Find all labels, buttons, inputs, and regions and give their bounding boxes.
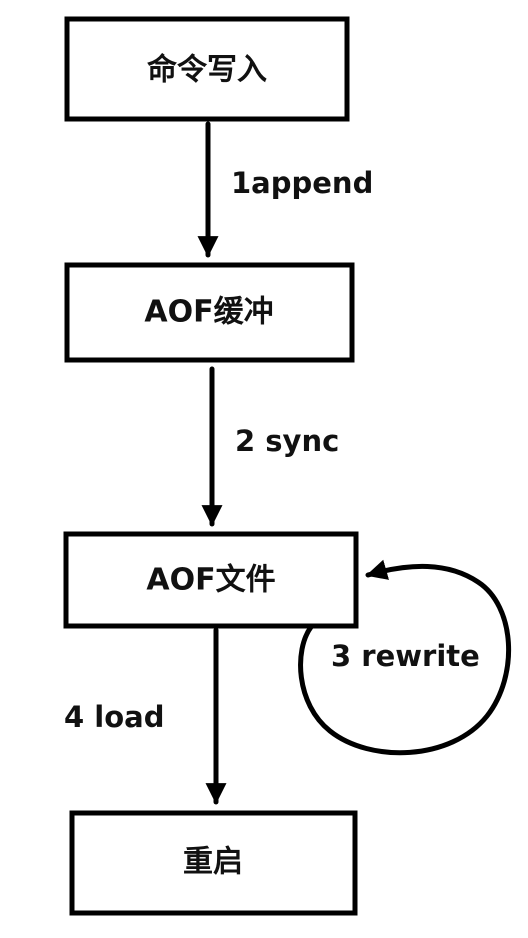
- edge-rewrite: 3 rewrite: [298, 559, 512, 756]
- node-command-write: 命令写入: [64, 16, 350, 122]
- node-command-write-label: 命令写入: [147, 53, 267, 88]
- edge-append-label: 1append: [231, 166, 373, 200]
- node-restart: 重启: [69, 810, 358, 916]
- node-aof-buffer-label: AOF缓冲: [144, 295, 273, 330]
- edge-rewrite-label: 3 rewrite: [331, 639, 480, 673]
- edge-append: 1append: [197, 121, 373, 258]
- edge-rewrite-loop-arrow: [298, 559, 512, 756]
- node-aof-file: AOF文件: [63, 531, 359, 629]
- edge-sync-label: 2 sync: [235, 424, 339, 458]
- edge-load: 4 load: [64, 627, 227, 805]
- node-aof-buffer: AOF缓冲: [64, 262, 355, 363]
- edge-sync: 2 sync: [201, 366, 339, 527]
- node-restart-label: 重启: [183, 845, 243, 880]
- edge-load-label: 4 load: [64, 700, 164, 734]
- node-aof-file-label: AOF文件: [146, 563, 275, 598]
